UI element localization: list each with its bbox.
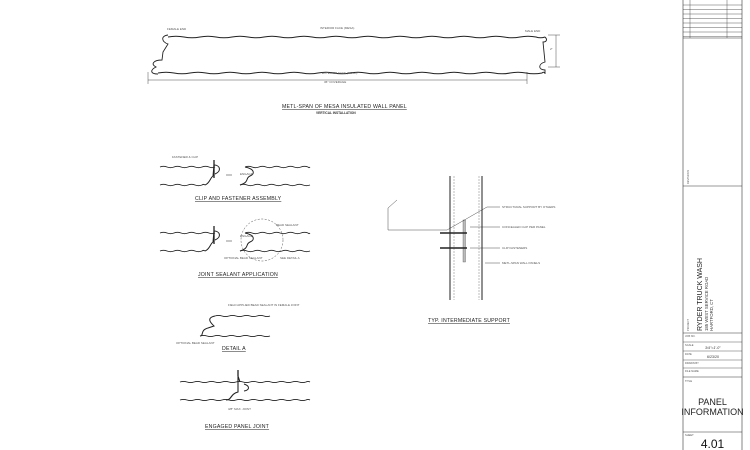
detail-title-intermediate-support: TYP. INTERMEDIATE SUPPORT	[428, 318, 511, 324]
date-value: 6/23/20	[707, 355, 719, 359]
revisions-label: REVISIONS	[686, 170, 690, 184]
file-name-label: FILE NAME	[685, 369, 699, 373]
panel-face-line	[239, 249, 311, 253]
title-label: TITLE	[685, 379, 692, 383]
label-see-detail-a: SEE DETAIL A	[280, 256, 300, 260]
small-details	[159, 160, 311, 402]
panel-face-line	[159, 183, 206, 187]
label-exterior-face: EXTERIOR FACE (MESA)	[322, 71, 357, 75]
label-male-end: MALE END	[525, 29, 541, 33]
label-thickness: 2"	[550, 47, 553, 51]
title-block	[682, 0, 743, 450]
panel-interior-face	[167, 35, 546, 39]
panel-exterior-face	[157, 71, 546, 75]
project-name: RYDER TRUCK WASH	[697, 258, 704, 331]
panel-face-line	[239, 183, 311, 187]
label-engage: ENGAGE	[240, 172, 253, 176]
sheet-title-line-1: PANEL	[698, 397, 727, 407]
scale-label: SCALE	[685, 343, 694, 347]
male-joint	[239, 232, 254, 252]
label-clip-fasteners: CLIP FASTENERS	[502, 246, 527, 250]
label-wall-panels: METL-SPAN WALL PANELS	[502, 261, 540, 265]
label-concealed-clip: CONCEALED CLIP PER PANEL	[502, 225, 546, 229]
sheet-label: SHEET	[685, 433, 694, 437]
sheet-title-line-2: INFORMATION	[681, 407, 743, 417]
label-field-sealant: FIELD APPLIED BEAD SEALANT IN FEMALE JOI…	[228, 303, 300, 307]
label-female-end: FEMALE END	[167, 27, 187, 31]
panel-face-line	[199, 334, 271, 338]
label-bead-sealant: BEAD SEALANT	[276, 223, 299, 227]
label-fastener-clip: FASTENER & CLIP	[172, 155, 198, 159]
clip-icon	[462, 219, 466, 263]
label-optional-sealant: OPTIONAL BEAD SEALANT	[224, 256, 263, 260]
engaged-joint-profile	[225, 375, 241, 401]
panel-face-line	[244, 231, 311, 235]
date-label: DATE	[685, 352, 692, 356]
project-address: 185 WEST SERVICE ROAD	[704, 277, 709, 331]
panel-face-line	[159, 249, 206, 253]
panel-female-end	[151, 34, 169, 75]
detail-a-callout-circle	[240, 218, 284, 262]
panel-face-line	[159, 231, 216, 235]
label-optional-sealant-a: OPTIONAL BEAD SEALANT	[176, 341, 215, 345]
label-coverage: 36" COVERAGE	[324, 80, 346, 84]
panel-face-line	[244, 165, 311, 169]
drawn-by-label: DRAWN BY	[685, 361, 699, 365]
panel-male-end	[539, 36, 547, 74]
panel-face-line	[179, 398, 311, 402]
detail-title-joint-sealant: JOINT SEALANT APPLICATION	[198, 272, 278, 278]
label-max-joint: 3/8" MAX. JOINT	[228, 407, 251, 411]
label-interior-face: INTERIOR FACE (MESA)	[320, 26, 354, 30]
label-structural-support: STRUCTURAL SUPPORT BY OTHERS	[502, 205, 555, 209]
job-no-label: JOB NO.	[685, 334, 696, 338]
panel-face-line	[179, 380, 311, 384]
project-label: PROJECT	[686, 318, 690, 331]
panel-face-line	[159, 165, 216, 169]
engaged-joint-profile	[243, 383, 249, 392]
panel-face-line	[214, 314, 271, 318]
detail-subtitle: VERTICAL INSTALLATION	[316, 111, 356, 115]
joint-profile	[199, 315, 216, 337]
male-joint	[239, 166, 254, 186]
project-city: HARTFORD, CT	[709, 299, 714, 331]
detail-title-engaged-joint: ENGAGED PANEL JOINT	[205, 424, 270, 430]
intermediate-support-detail: STRUCTURAL SUPPORT BY OTHERS CONCEALED C…	[387, 176, 555, 324]
detail-title-clip-fastener: CLIP AND FASTENER ASSEMBLY	[195, 196, 282, 202]
scale-value: 3/4"=1'-0"	[705, 346, 721, 350]
wall-panel-detail: FEMALE END INTERIOR FACE (MESA) MALE END…	[147, 26, 560, 115]
detail-title-detail-a: DETAIL A	[222, 346, 246, 352]
sheet-number: 4.01	[701, 437, 725, 450]
label-engage-2: ENGAGE	[240, 234, 253, 238]
detail-title-wall-panel: METL-SPAN OF MESA INSULATED WALL PANEL	[282, 104, 407, 110]
